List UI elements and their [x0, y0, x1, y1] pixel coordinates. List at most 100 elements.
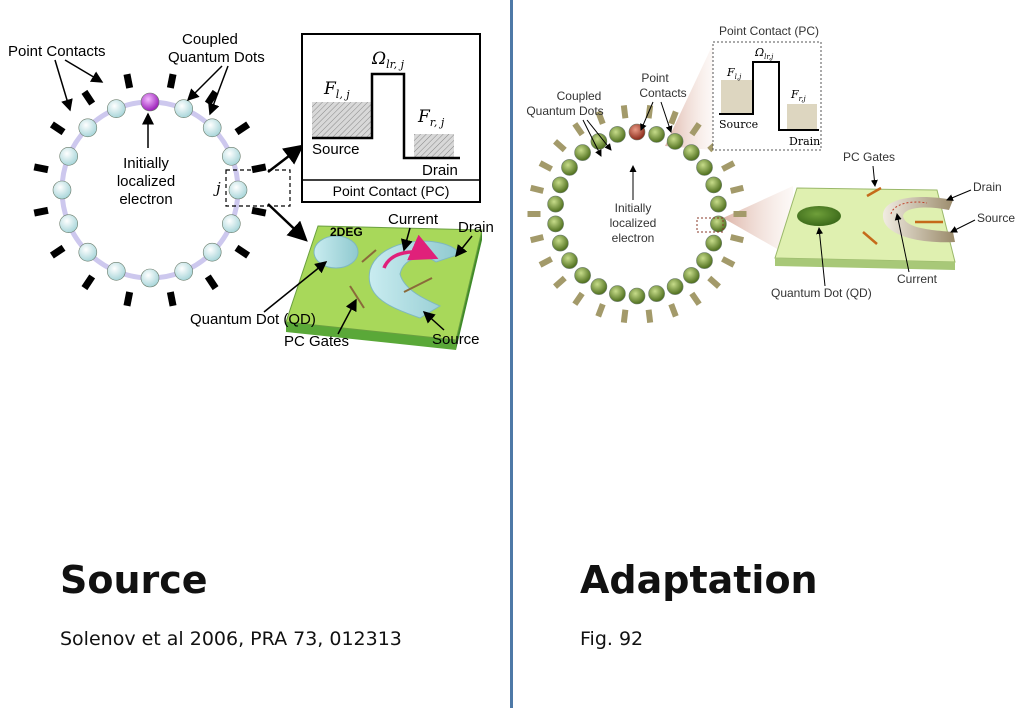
label-qd: Quantum Dot (QD) [771, 286, 872, 300]
quantum-dot [574, 144, 591, 161]
quantum-dot [683, 144, 700, 161]
label-pc-source: Source [719, 118, 758, 131]
label-source: Source [977, 211, 1015, 225]
label-localized: localized [117, 173, 175, 190]
point-contact-bar [689, 122, 702, 137]
label-coupled-2: Quantum Dots [526, 104, 603, 118]
label-current: Current [897, 272, 938, 286]
chip-adapted [774, 186, 956, 270]
quantum-dot [609, 285, 626, 302]
point-contact-bar [204, 274, 219, 291]
quantum-dot [648, 285, 665, 302]
point-contact-bar [81, 274, 96, 291]
zoom-box [225, 169, 291, 207]
adaptation-heading: Adaptation [580, 558, 818, 602]
point-contact-bar [204, 89, 219, 106]
quantum-dot [705, 234, 722, 252]
label-pc-gates: PC Gates [284, 333, 349, 350]
point-contact-bar [538, 256, 553, 268]
point-contact-bar [166, 291, 177, 307]
panel-divider [510, 0, 513, 708]
point-contact-bar [553, 275, 567, 289]
quantum-dot [174, 99, 193, 118]
quantum-dot [59, 147, 78, 166]
label-coupled-dots-1: Coupled [182, 31, 238, 48]
point-contact-bar [572, 291, 585, 306]
point-contact-bar [538, 160, 553, 172]
point-contact-bars-adapted [527, 104, 747, 324]
source-figure: Point Contacts Coupled Quantum Dots Init… [0, 0, 510, 360]
label-pc-title: Point Contact (PC) [333, 183, 450, 199]
source-caption: Solenov et al 2006, PRA 73, 012313 [60, 628, 402, 650]
quantum-dot [696, 159, 713, 176]
source-heading: Source [60, 558, 208, 602]
quantum-dot [574, 267, 591, 284]
adaptation-caption: Fig. 92 [580, 628, 644, 650]
quantum-dot [202, 242, 222, 262]
point-contact-bar [721, 256, 736, 268]
quantum-dot [52, 180, 72, 200]
label-F-l: Fl,j [726, 66, 742, 81]
point-contact-bar [595, 110, 606, 125]
point-contact-bar [620, 309, 629, 324]
quantum-dot [222, 147, 241, 166]
quantum-dot [78, 118, 98, 138]
quantum-dot [551, 176, 569, 194]
point-contact-bar [572, 122, 585, 137]
quantum-dot [228, 180, 248, 200]
quantum-dots [52, 92, 248, 288]
quantum-dot [609, 126, 626, 143]
label-2deg: 2DEG [330, 225, 363, 239]
point-contact-bar [529, 184, 545, 194]
label-omega: Ωlr, j [371, 49, 405, 71]
label-j: j [213, 179, 221, 197]
point-contact-bars [33, 73, 267, 307]
point-contact-bar [529, 234, 545, 244]
quantum-dot [696, 252, 713, 269]
point-contact-bar [721, 160, 736, 172]
point-contact-bar [251, 206, 267, 217]
point-contact-bar [668, 110, 679, 125]
point-contact-bar [123, 73, 134, 89]
quantum-dot [683, 267, 700, 284]
point-contact-bar [729, 184, 745, 194]
point-contact-bar [620, 104, 629, 119]
localized-electron-dot [140, 92, 160, 112]
quantum-dot [561, 252, 578, 269]
label-drain: Drain [973, 180, 1002, 194]
point-contact-diagram: Ωlr, j Fl, j Fr, j Source Drain Point Co… [301, 33, 481, 203]
quantum-dot [628, 287, 646, 305]
point-contact-bar [251, 163, 267, 174]
point-contact-bar [729, 234, 745, 244]
point-contact-bar [595, 303, 606, 318]
label-initially: Initially [123, 155, 169, 172]
quantum-dot [222, 214, 241, 233]
point-contact-bar [553, 139, 567, 153]
label-F-r: Fr,j [790, 88, 806, 103]
quantum-dot [59, 214, 78, 233]
quantum-dot [78, 242, 98, 262]
quantum-dot [710, 195, 727, 213]
quantum-dot [705, 176, 722, 194]
point-contact-bar [49, 244, 66, 259]
point-contact-inset: Point Contact (PC) Ωlr,j Fl,j Fr,j Sourc… [712, 24, 822, 151]
quantum-dot [590, 278, 608, 295]
quantum-dot-adapted [797, 206, 841, 226]
point-contact-bar [81, 89, 96, 106]
label-F-r: Fr, j [417, 107, 445, 129]
quantum-dot [547, 195, 564, 213]
quantum-dot [107, 99, 126, 118]
label-point: Point [641, 71, 669, 85]
quantum-dot [666, 278, 684, 295]
quantum-dot [107, 261, 126, 281]
quantum-dot [648, 126, 665, 143]
label-contacts: Contacts [639, 86, 686, 100]
point-contact-bar [234, 244, 251, 259]
zoom-box [696, 217, 724, 233]
point-contact-bar [645, 309, 654, 324]
label-pc-drain: Drain [422, 162, 458, 179]
label-omega: Ωlr,j [754, 46, 774, 61]
point-contact-bar [527, 211, 541, 217]
quantum-dot [666, 133, 684, 150]
point-contact-bar [123, 291, 134, 307]
